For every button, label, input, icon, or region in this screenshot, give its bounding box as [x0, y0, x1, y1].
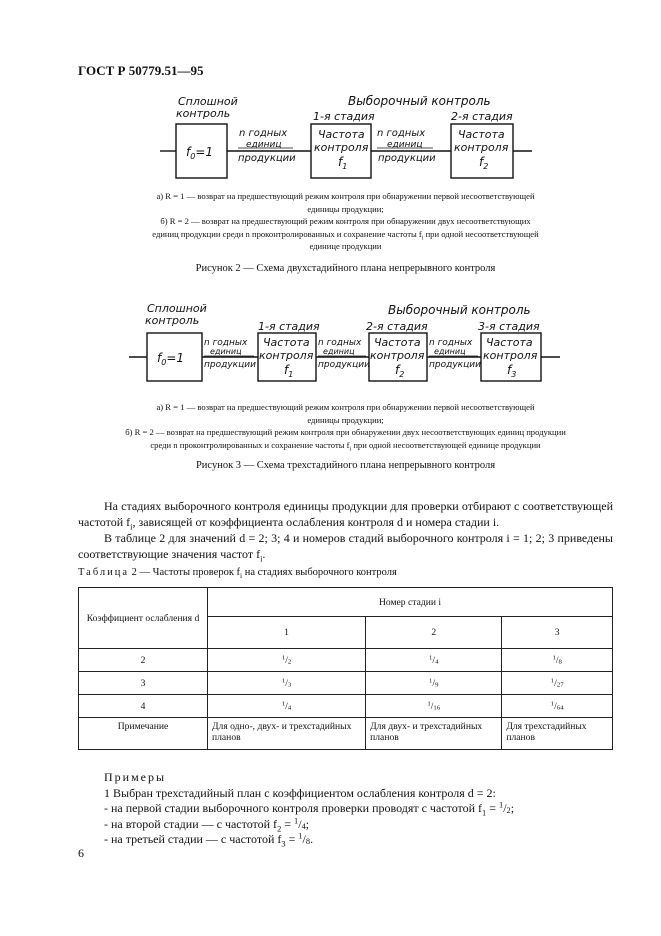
examples-block: Примеры 1 Выбран трехстадийный план с ко…: [104, 770, 614, 848]
d-cell: 3: [78, 671, 208, 695]
freq-cell: 1/64: [501, 694, 613, 718]
fig2-box1-line1: Частота: [318, 128, 365, 141]
freq-cell: 1/3: [206, 671, 367, 695]
fig2-arrow1-bot: продукции: [238, 153, 296, 164]
d-cell: 2: [78, 648, 208, 672]
fig2-arrow2-mid: единиц: [387, 140, 422, 150]
frequency-table: Коэффициент ослабления d Номер стадии i …: [78, 587, 613, 750]
fig2-box2-line2: контроля: [454, 141, 509, 154]
fig3-continuous-label-2: контроль: [145, 314, 199, 327]
fig3-arrow3-bot: продукции: [429, 360, 481, 370]
document-header: ГОСТ Р 50779.51—95: [78, 63, 204, 78]
fig2-caption: Рисунок 2 — Схема двухстадийного плана н…: [195, 263, 496, 274]
fig3-caption: Рисунок 3 — Схема трехстадийного плана н…: [195, 460, 496, 471]
fig2-box2-f: f2: [479, 155, 488, 171]
stage-header: 3: [501, 616, 613, 649]
paragraph-2: В таблице 2 для значений d = 2; 3; 4 и н…: [78, 531, 613, 563]
example-line-1: 1 Выбран трехстадийный план с коэффициен…: [104, 785, 496, 800]
table-title: Таблица 2 — Частоты проверок fi на стади…: [78, 567, 397, 581]
fig3-continuous-label: Сплошной: [147, 302, 207, 315]
fig3-stage-3: 3-я стадия: [478, 320, 540, 333]
fig3-selective-title: Выборочный контроль: [388, 303, 531, 317]
fig3-box3-line2: контроля: [483, 349, 538, 362]
fig2-continuous-label-2: контроль: [176, 107, 230, 120]
fig2-arrow2-top: n годных: [377, 128, 425, 139]
freq-cell: 1/9: [365, 671, 503, 695]
fig2-arrow2-bot: продукции: [378, 153, 436, 164]
stage-header: 1: [206, 616, 367, 649]
col-header-stage: Номер стадии i: [207, 587, 613, 617]
fig3-arrow1-top: n годных: [204, 338, 248, 348]
example-line-3: - на второй стадии — с частотой f2 = 1/4…: [104, 815, 310, 833]
note-cell-2: Для двух- и трехстадийных планов: [365, 717, 503, 750]
note-label: Примечание: [78, 717, 208, 750]
freq-cell: 1/8: [501, 648, 613, 672]
page-number: 6: [78, 846, 84, 860]
paragraph-1: На стадиях выборочного контроля единицы …: [78, 499, 613, 531]
fig2-selective-title: Выборочный контроль: [348, 94, 491, 108]
fig3-note-a: а) R = 1 — возврат на предшествующий реж…: [156, 402, 535, 425]
fig2-stage-1: 1-я стадия: [313, 110, 375, 123]
fig3-stage-2: 2-я стадия: [366, 320, 428, 333]
fig2-box2-line1: Частота: [458, 128, 505, 141]
freq-cell: 1/2: [206, 648, 367, 672]
fig2-box1-line2: контроля: [314, 141, 369, 154]
table-row: 3 1/3 1/9 1/27: [78, 671, 613, 695]
fig3-box1-line2: контроля: [259, 349, 314, 362]
note-cell-3: Для трехстадийных планов: [501, 717, 613, 750]
fig3-box2-line2: контроля: [370, 349, 425, 362]
fig2-stage-2: 2-я стадия: [451, 110, 513, 123]
freq-cell: 1/16: [365, 694, 503, 718]
fig3-box3-f: f3: [507, 363, 516, 379]
note-cell-1: Для одно-, двух- и трехстадийных планов: [206, 717, 367, 750]
fig3-box2-line1: Частота: [374, 336, 421, 349]
fig2-continuous-label: Сплошной: [178, 95, 238, 108]
table-row: 2 1/2 1/4 1/8: [78, 648, 613, 672]
d-cell: 4: [78, 694, 208, 718]
fig2-box1-f: f1: [338, 155, 347, 171]
example-line-2: - на первой стадии выборочного контроля …: [104, 800, 515, 818]
fig3-note-b: б) R = 2 — возврат на предшествующий реж…: [125, 427, 566, 453]
fig3-box1-f: f1: [284, 363, 293, 379]
table-note-row: Примечание Для одно-, двух- и трехстадий…: [78, 717, 613, 750]
fig3-box1-line1: Частота: [263, 336, 310, 349]
fig3-arrow3-mid: единиц: [434, 347, 466, 356]
freq-cell: 1/27: [501, 671, 613, 695]
fig3-box3-line1: Частота: [486, 336, 533, 349]
fig3-arrow2-top: n годных: [318, 338, 362, 348]
col-header-d: Коэффициент ослабления d: [78, 587, 208, 649]
table-row: 4 1/4 1/16 1/64: [78, 694, 613, 718]
fig3-box0-text: f0=1: [157, 351, 184, 367]
fig3-stage-1: 1-я стадия: [258, 320, 320, 333]
examples-title: Примеры: [104, 770, 167, 784]
example-line-4: - на третьей стадии — с частотой f3 = 1/…: [104, 831, 314, 849]
freq-cell: 1/4: [365, 648, 503, 672]
figure-3-diagram: Сплошной контроль Выборочный контроль 1-…: [129, 302, 560, 382]
fig2-box0-text: f0=1: [186, 145, 213, 161]
fig2-note-a: а) R = 1 — возврат на предшествующий реж…: [156, 191, 535, 214]
fig2-arrow1-top: n годных: [239, 128, 287, 139]
fig3-arrow3-top: n годных: [429, 338, 473, 348]
fig3-arrow2-mid: единиц: [323, 347, 355, 356]
fig2-note-b: б) R = 2 — возврат на предшествующий реж…: [152, 216, 539, 251]
stage-header: 2: [365, 616, 503, 649]
fig3-box2-f: f2: [395, 363, 404, 379]
freq-cell: 1/4: [206, 694, 367, 718]
figure-2-diagram: Сплошной контроль Выборочный контроль 1-…: [160, 94, 532, 179]
fig2-arrow1-mid: единиц: [246, 140, 281, 150]
fig3-arrow1-bot: продукции: [204, 360, 256, 370]
fig3-arrow2-bot: продукции: [318, 360, 370, 370]
fig3-arrow1-mid: единиц: [210, 347, 242, 356]
